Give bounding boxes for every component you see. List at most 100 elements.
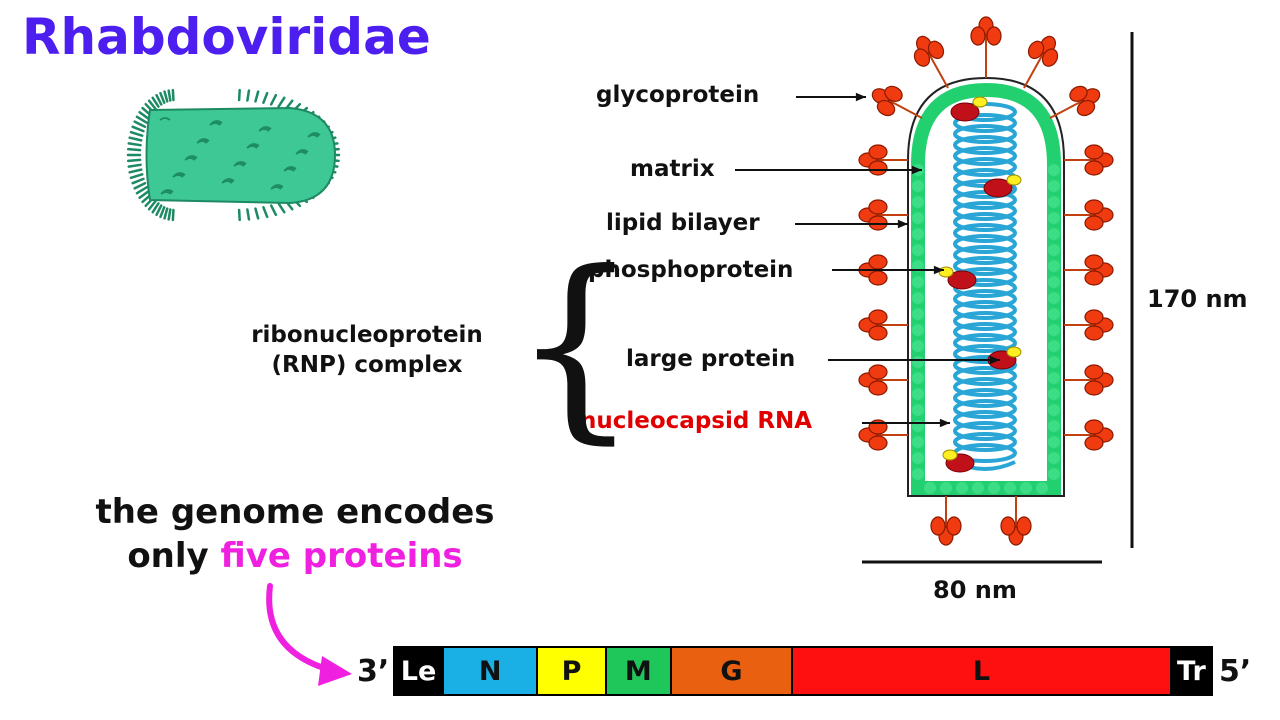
glycoprotein-lobe	[1000, 516, 1016, 536]
glycoprotein-icon	[1084, 199, 1114, 231]
glycoprotein-lobe	[1084, 419, 1104, 435]
matrix-bead	[912, 436, 924, 448]
matrix-bead	[956, 482, 968, 494]
nucleocapsid-coil	[953, 289, 1017, 309]
nucleocapsid-coil	[953, 135, 1017, 155]
nucleocapsid-coil	[953, 399, 1017, 419]
glycoprotein-lobe	[1084, 380, 1104, 396]
glycoprotein-lobe	[868, 380, 888, 396]
label-phosphoprotein: phosphoprotein	[588, 257, 794, 283]
glycoprotein-icon	[913, 35, 945, 67]
genome-3-prime-end: 3’	[357, 654, 390, 689]
matrix-bead	[1048, 436, 1060, 448]
nucleocapsid-coil	[953, 333, 1017, 353]
glycoprotein-lobe	[868, 160, 888, 176]
pointer-arrowhead-icon	[989, 355, 1000, 365]
matrix-bead	[1048, 324, 1060, 336]
glycoprotein-icon	[930, 516, 962, 546]
genome-segment-g: G	[671, 648, 794, 694]
matrix-bead	[940, 482, 952, 494]
matrix-bead	[1048, 228, 1060, 240]
nucleocapsid-coil	[953, 157, 1017, 177]
matrix-bead	[912, 212, 924, 224]
matrix-bead	[1020, 482, 1032, 494]
highlight-curve-arrow-icon	[266, 583, 333, 673]
glycoprotein-lobe	[1016, 516, 1032, 536]
glycoprotein-stalk	[887, 99, 923, 119]
matrix-bead	[924, 482, 936, 494]
glycoprotein-icon	[858, 309, 888, 341]
label-nucleocapsid-rna: nucleocapsid RNA	[580, 408, 813, 434]
glycoprotein-lobe	[1084, 270, 1104, 286]
matrix-bead	[912, 388, 924, 400]
matrix-bead	[1048, 244, 1060, 256]
pointer-arrowhead-icon	[897, 219, 908, 229]
pointer-arrowhead-icon	[855, 92, 866, 102]
matrix-bead	[1048, 388, 1060, 400]
phosphoprotein-icon	[942, 449, 958, 461]
matrix-bead	[912, 452, 924, 464]
glycoprotein-icon	[871, 85, 903, 117]
nucleocapsid-coil	[953, 201, 1017, 221]
glycoprotein-lobe	[1069, 85, 1088, 102]
rnp-complex-label: ribonucleoprotein (RNP) complex	[222, 320, 512, 380]
matrix-bead	[1048, 196, 1060, 208]
nucleocapsid-coil	[953, 146, 1017, 166]
nucleocapsid-coil	[953, 245, 1017, 265]
glycoprotein-lobe	[1084, 309, 1104, 325]
genome-segment-n: N	[444, 648, 539, 694]
glycoprotein-stalk	[1049, 99, 1085, 119]
large-protein-icon	[983, 178, 1013, 198]
matrix-bead	[1048, 308, 1060, 320]
matrix-layer	[911, 82, 1061, 495]
matrix-bead	[1048, 180, 1060, 192]
glycoprotein-lobe	[930, 516, 946, 536]
nucleocapsid-coil	[953, 377, 1017, 397]
glycoprotein-lobe	[970, 26, 986, 46]
glycoprotein-lobe	[868, 309, 888, 325]
matrix-bead	[1048, 292, 1060, 304]
glycoprotein-lobe	[868, 435, 888, 451]
matrix-bead	[912, 196, 924, 208]
curly-brace-icon: {	[512, 229, 640, 462]
nucleocapsid-coil	[953, 223, 1017, 243]
pointer-arrowhead-icon	[911, 165, 922, 175]
matrix-bead	[1036, 482, 1048, 494]
glycoprotein-lobe	[913, 48, 931, 67]
matrix-bead	[1048, 340, 1060, 352]
glycoprotein-lobe	[927, 40, 945, 60]
glycoprotein-lobe	[1084, 364, 1104, 380]
nucleocapsid-coil	[953, 322, 1017, 342]
glycoprotein-lobe	[1076, 99, 1096, 117]
nucleocapsid-coil	[953, 113, 1017, 133]
phosphoprotein-icon	[1006, 174, 1022, 186]
glycoprotein-icon	[1084, 364, 1114, 396]
glycoprotein-icon	[1084, 309, 1114, 341]
nucleocapsid-coil	[953, 432, 1017, 452]
matrix-bead	[972, 482, 984, 494]
nucleocapsid-coil	[953, 124, 1017, 144]
five-proteins-highlight: five proteins	[220, 536, 463, 576]
label-lipid-bilayer: lipid bilayer	[606, 210, 760, 236]
nucleocapsid-coil	[953, 366, 1017, 386]
nucleocapsid-coil	[953, 256, 1017, 276]
genome-segment-p: P	[538, 648, 607, 694]
matrix-bead	[1048, 468, 1060, 480]
matrix-bead	[1048, 452, 1060, 464]
matrix-bead	[912, 180, 924, 192]
genome-segment-m: M	[606, 648, 672, 694]
glycoprotein-lobe	[868, 364, 888, 380]
phosphoprotein-icon	[1006, 346, 1022, 358]
matrix-bead	[1048, 420, 1060, 432]
matrix-bead	[912, 292, 924, 304]
rnp-line-1: ribonucleoprotein	[251, 322, 483, 348]
matrix-bead	[912, 276, 924, 288]
matrix-bead	[912, 244, 924, 256]
glycoprotein-lobe	[868, 144, 888, 160]
glycoprotein-icon	[1069, 85, 1101, 117]
nucleocapsid-coil	[953, 311, 1017, 331]
glycoprotein-lobe	[1084, 254, 1104, 270]
glycoprotein-stalk	[927, 51, 949, 89]
genome-statement-prefix: only	[127, 536, 221, 576]
